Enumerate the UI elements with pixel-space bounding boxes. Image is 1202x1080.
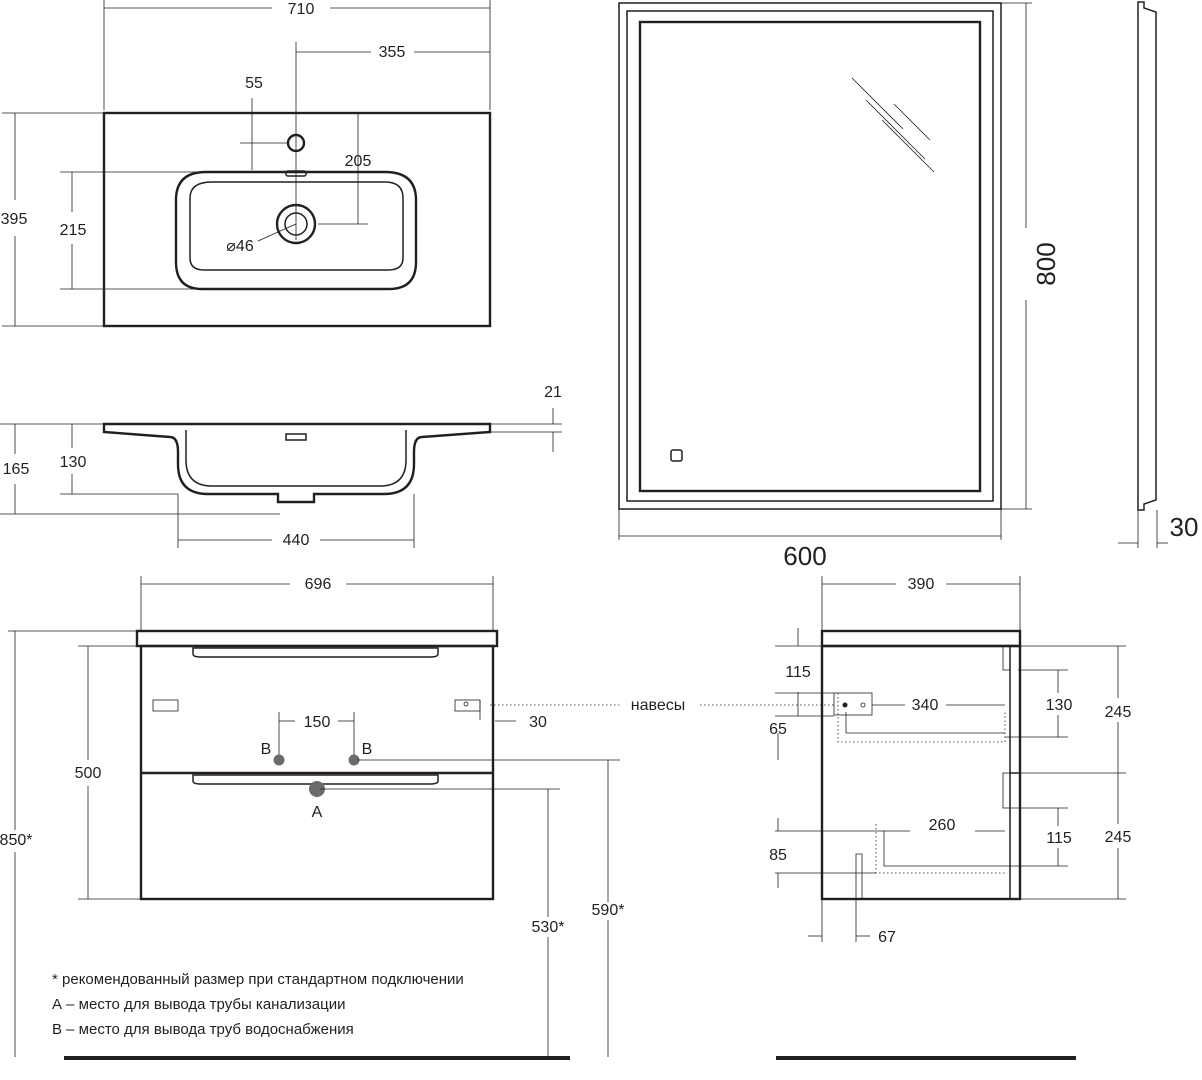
notes: * рекомендованный размер при стандартном… xyxy=(52,971,464,1038)
side-handle-lower xyxy=(1002,772,1011,809)
basin-side-inner xyxy=(185,430,407,487)
cabinet-countertop xyxy=(135,629,499,648)
dim-mirror-height: 800 xyxy=(1031,242,1061,285)
basin-side-view: 165 130 21 440 xyxy=(0,384,562,549)
dim-top-gap: 115 xyxy=(785,664,811,681)
mirror-side-view: 30 xyxy=(1118,1,1199,548)
dim-hinge-gap: 65 xyxy=(769,721,787,738)
dim-basin-depth: 395 xyxy=(1,211,28,228)
mirror-front-view: 800 600 xyxy=(618,2,1061,571)
dim-cabinet-width: 696 xyxy=(305,576,332,593)
dim-upper-section: 245 xyxy=(1105,704,1132,721)
mirror-glare-2 xyxy=(865,99,926,160)
side-upper-drawer-inner xyxy=(845,712,1005,734)
dim-rim: 21 xyxy=(544,384,562,401)
lower-drawer-handle xyxy=(192,774,439,785)
dim-mirror-thickness: 30 xyxy=(1170,512,1199,542)
basin-bowl-outline xyxy=(174,170,418,291)
basin-bowl-inner xyxy=(189,181,404,271)
dim-mirror-width: 600 xyxy=(783,541,826,571)
dim-bowl-width: 440 xyxy=(283,532,310,549)
basin-top-outline xyxy=(102,111,492,328)
mirror-led-strip xyxy=(626,10,994,502)
dim-upper-drawer-height: 130 xyxy=(1046,697,1073,714)
label-a: A xyxy=(312,804,323,821)
cabinet-side-view: навесы 390 115 65 340 130 xyxy=(631,576,1132,1060)
note-recommended: * рекомендованный размер при стандартном… xyxy=(52,971,464,988)
basin-side-outline xyxy=(102,422,492,504)
dim-bottom-gap: 85 xyxy=(769,847,787,864)
side-upper-drawer xyxy=(837,693,1006,743)
basin-top-view: 710 355 55 395 215 205 ⌀46 xyxy=(1,0,492,328)
dim-upper-drawer-depth: 340 xyxy=(912,697,939,714)
side-hinge-icon xyxy=(833,692,873,716)
dim-cabinet-height: 500 xyxy=(75,765,102,782)
dim-cabinet-depth: 390 xyxy=(908,576,935,593)
mirror-glass xyxy=(638,20,982,493)
side-body xyxy=(820,644,1022,901)
water-pipe-right xyxy=(348,754,360,766)
label-b-right: B xyxy=(362,741,373,758)
dim-bowl-height: 130 xyxy=(60,454,87,471)
side-countertop xyxy=(820,629,1022,648)
dim-hinge-offset: 30 xyxy=(529,714,547,731)
dim-total-height: 850* xyxy=(0,832,32,849)
overflow-side xyxy=(285,433,307,441)
dim-tap-offset: 55 xyxy=(245,75,263,92)
dim-drain-diameter: ⌀46 xyxy=(226,238,254,255)
mirror-glare-4 xyxy=(893,103,931,141)
dim-drain-offset: 205 xyxy=(345,153,372,170)
touch-switch-icon xyxy=(670,449,683,462)
water-pipe-left xyxy=(273,754,285,766)
dim-foot-offset: 67 xyxy=(878,929,896,946)
side-foot xyxy=(855,853,863,900)
upper-drawer-handle xyxy=(192,647,439,658)
dim-bowl-depth: 215 xyxy=(60,222,87,239)
side-handle-upper xyxy=(1002,645,1011,671)
dim-pipes-spacing: 150 xyxy=(304,714,331,731)
side-lower-drawer-inner xyxy=(883,831,1005,867)
dim-basin-width: 710 xyxy=(288,1,315,18)
dim-basin-half-width: 355 xyxy=(379,44,406,61)
dim-water-height: 590* xyxy=(592,902,625,919)
hinge-left-icon xyxy=(152,699,179,712)
mirror-glare-3 xyxy=(881,119,935,173)
mirror-side-profile xyxy=(1137,1,1157,511)
note-drain-a: А – место для вывода трубы канализации xyxy=(52,996,345,1013)
dim-lower-gap: 115 xyxy=(1046,830,1072,847)
cabinet-front-view: 696 30 150 B B A 500 850* xyxy=(0,576,625,1060)
drain-pipe xyxy=(309,781,325,797)
mirror-frame xyxy=(618,2,1002,510)
dim-lower-section: 245 xyxy=(1105,829,1132,846)
dim-basin-total-height: 165 xyxy=(3,461,30,478)
note-water-b: В – место для вывода труб водоснабжения xyxy=(52,1021,354,1038)
dim-drain-height: 530* xyxy=(532,919,565,936)
label-b-left: B xyxy=(261,741,272,758)
mirror-glare-1 xyxy=(851,77,904,130)
dim-lower-drawer-depth: 260 xyxy=(929,817,956,834)
hinge-label: навесы xyxy=(631,697,685,714)
